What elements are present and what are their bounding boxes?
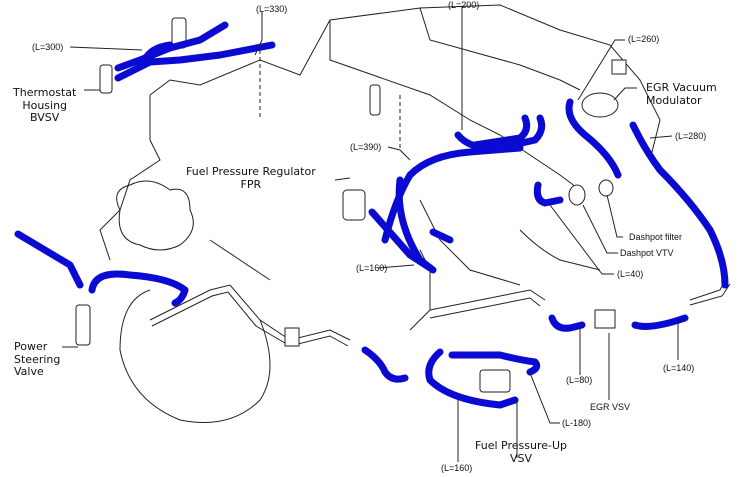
- label-line: Housing: [22, 98, 68, 112]
- bracket-part: [611, 59, 627, 75]
- label-line: EGR Vacuum: [646, 81, 717, 94]
- vacuum-hoses: [14, 21, 729, 409]
- hose-short: [429, 228, 454, 244]
- hose-length-l180: (L-180): [562, 418, 592, 428]
- hose-length-l260: (L=260): [628, 34, 660, 44]
- label-egr-vsv: EGR VSV: [590, 402, 631, 412]
- label-egr-vacuum-modulator: EGR Vacuum Modulator: [646, 81, 717, 107]
- hose-l200b: [471, 114, 531, 149]
- dashpot-vtv-part: [568, 184, 586, 206]
- hose-length-l280: (L=280): [675, 131, 707, 141]
- hose-length-l160-upper: (L=160): [356, 263, 388, 273]
- label-line: Valve: [14, 365, 44, 379]
- bracket-part: [284, 327, 300, 347]
- hose-branch: [141, 41, 174, 64]
- hose-ps-2: [88, 270, 189, 307]
- hose-l390: [381, 144, 524, 244]
- bvsv-part: [99, 64, 113, 94]
- hose-l180: [448, 351, 541, 376]
- hose-length-l390: (L=390): [350, 142, 382, 152]
- hose-l390b: [395, 176, 437, 274]
- hose-length-l300: (L=300): [32, 42, 64, 52]
- engine-block-outline: [99, 4, 661, 423]
- label-line: FPR: [240, 177, 262, 191]
- hose-length-l160-lower: (L=160): [441, 463, 473, 473]
- label-fpr: Fuel Pressure Regulator FPR: [186, 165, 316, 191]
- label-thermostat-bvsv: Thermostat Housing BVSV: [13, 86, 77, 125]
- label-power-steering-valve: Power Steering Valve: [14, 340, 61, 379]
- hose-fuel: [361, 346, 409, 383]
- label-line: Thermostat: [13, 86, 77, 99]
- hose-l280: [629, 121, 729, 289]
- hose-l160-lower: [425, 348, 519, 409]
- hose-l200: [454, 114, 546, 152]
- fuel-up-vsv-part: [479, 369, 511, 393]
- leader-lines: [62, 7, 679, 462]
- ps-valve-part: [75, 304, 91, 346]
- hose-length-l200: (L=200): [448, 0, 480, 10]
- label-line: BVSV: [30, 111, 60, 125]
- hose-l80: [548, 314, 586, 332]
- hose-length-l140: (L=140): [663, 363, 695, 373]
- clip-part: [369, 84, 381, 116]
- hose-l330: [114, 41, 276, 82]
- dashpot-filter-part: [598, 179, 614, 197]
- label-line: Fuel Pressure-Up: [475, 439, 567, 452]
- label-dashpot-filter: Dashpot filter: [629, 232, 683, 242]
- label-line: Fuel Pressure Regulator: [186, 165, 316, 178]
- fpr-part: [342, 189, 366, 221]
- label-line: Modulator: [646, 93, 702, 107]
- hose-length-l330: (L=330): [256, 4, 288, 14]
- hose-l40: [533, 181, 564, 207]
- egr-modulator-part: [581, 92, 619, 118]
- label-dashpot-vtv: Dashpot VTV: [620, 248, 674, 258]
- label-line: Steering: [14, 352, 61, 366]
- hose-l140: [631, 314, 689, 330]
- hose-length-l40: (L=40): [617, 269, 644, 279]
- fuel-pipe: [149, 249, 731, 347]
- label-line: Power: [14, 340, 48, 353]
- egr-vsv-part: [594, 309, 616, 329]
- hose-ps-1: [14, 230, 84, 289]
- parts: [75, 17, 627, 393]
- hose-l260: [565, 98, 622, 179]
- label-fuel-pressure-up-vsv: Fuel Pressure-Up VSV: [475, 439, 567, 465]
- label-line: VSV: [509, 451, 533, 465]
- hose-length-l80: (L=80): [566, 375, 593, 385]
